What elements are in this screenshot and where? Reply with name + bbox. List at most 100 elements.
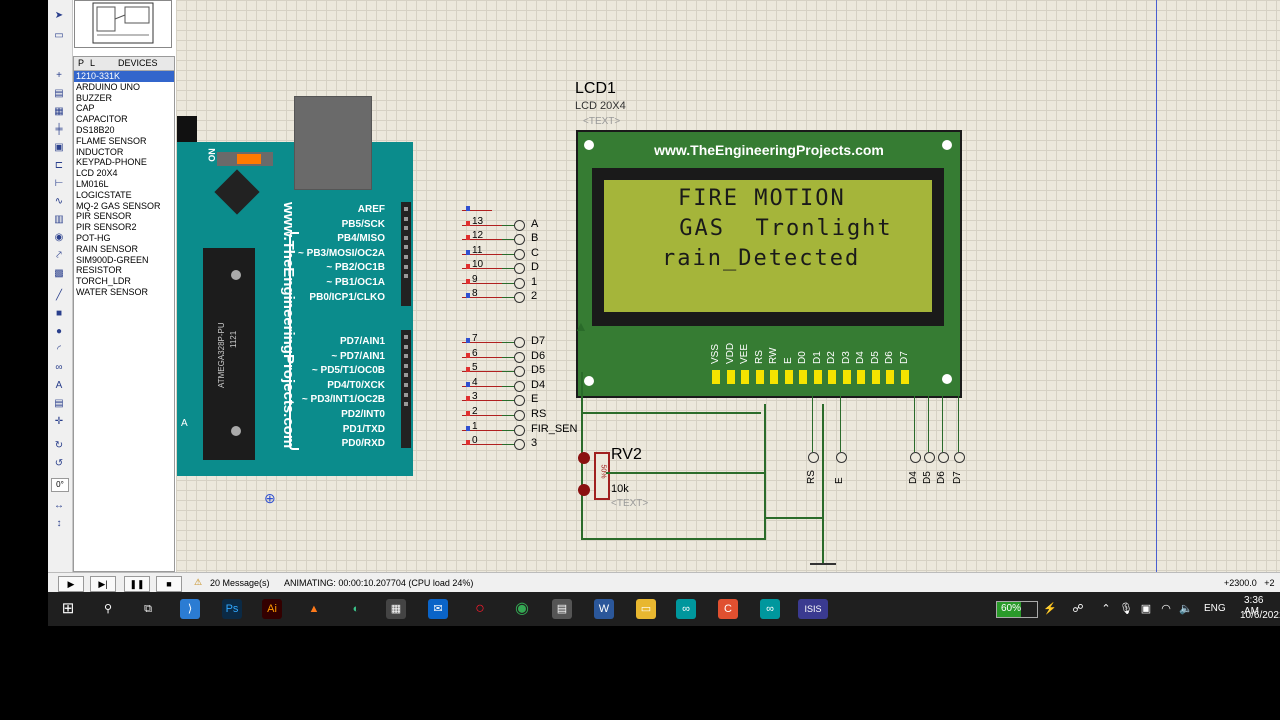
tape-tool-icon[interactable]: ▥ (54, 214, 64, 225)
search-icon[interactable]: ⚲ (103, 603, 113, 615)
device-list-item[interactable]: WATER SENSOR (76, 286, 149, 297)
device-list-item[interactable]: PIR SENSOR (76, 211, 132, 222)
battery-widget[interactable]: 60% (996, 601, 1038, 618)
device-list-item[interactable]: CAP (76, 103, 95, 114)
device-list-item[interactable]: 1210-331K (74, 71, 174, 82)
clock-time[interactable]: 3:36 AM (1244, 595, 1264, 617)
rotate-cw-icon[interactable]: ↻ (54, 440, 64, 451)
mount-hole (584, 140, 594, 150)
explorer-app-icon[interactable]: ▤ (552, 599, 572, 619)
app-c-icon[interactable]: C (718, 599, 738, 619)
graph-tool-icon[interactable]: ∿ (54, 196, 64, 207)
device-list-item[interactable]: SIM900D-GREEN (76, 254, 149, 265)
device-list-item[interactable]: PIR SENSOR2 (76, 222, 137, 233)
text-draw-tool-icon[interactable]: A (55, 380, 63, 391)
pin-number: 2 (472, 406, 478, 417)
generator-tool-icon[interactable]: ◉ (54, 232, 64, 243)
subcircuit-tool-icon[interactable]: ▣ (54, 142, 64, 153)
terminal-circle (514, 234, 525, 245)
pot-down-button[interactable] (578, 484, 590, 496)
people-icon[interactable]: ☍ (1072, 603, 1084, 615)
word-icon[interactable]: W (594, 599, 614, 619)
device-list-item[interactable]: INDUCTOR (76, 146, 124, 157)
pin-wire (462, 342, 502, 343)
tag-wire (502, 444, 516, 446)
task-view-icon[interactable]: ⧉ (144, 603, 152, 615)
angle-field[interactable]: 0° (51, 478, 69, 492)
library-button[interactable]: L (90, 58, 96, 68)
messages-count[interactable]: 20 Message(s) (210, 578, 270, 588)
box-tool-icon[interactable]: ■ (55, 308, 63, 319)
symbol-tool-icon[interactable]: ▤ (54, 398, 64, 409)
illustrator-icon[interactable]: Ai (262, 599, 282, 619)
pause-button[interactable]: ❚❚ (124, 576, 150, 592)
wifi-icon[interactable]: ◠ (1161, 603, 1171, 615)
component-tool-icon[interactable]: ▭ (54, 30, 64, 41)
device-list-item[interactable]: RAIN SENSOR (76, 243, 139, 254)
pin-tool-icon[interactable]: ⊢ (54, 178, 64, 189)
store-icon[interactable]: ▦ (386, 599, 406, 619)
pick-devices-button[interactable]: P (78, 58, 85, 68)
line-tool-icon[interactable]: ╱ (55, 290, 63, 301)
marker-tool-icon[interactable]: ✛ (54, 416, 64, 427)
terminal-tool-icon[interactable]: ⊏ (54, 160, 64, 171)
device-list-item[interactable]: CAPACITOR (76, 114, 128, 125)
devices-header: P L DEVICES (74, 57, 174, 71)
device-list-item[interactable]: LM016L (76, 178, 109, 189)
device-list-item[interactable]: LCD 20X4 (76, 168, 118, 179)
photoshop-icon[interactable]: Ps (222, 599, 242, 619)
label-tool-icon[interactable]: ▤ (54, 88, 64, 99)
stop-button[interactable]: ■ (156, 576, 182, 592)
lcd-module[interactable]: www.TheEngineeringProjects.com FIRE MOTI… (576, 130, 962, 398)
path-tool-icon[interactable]: ∞ (55, 362, 63, 373)
device-list-item[interactable]: LOGICSTATE (76, 189, 132, 200)
instrument-tool-icon[interactable]: ▩ (54, 268, 64, 279)
device-list-item[interactable]: POT-HG (76, 232, 111, 243)
play-button[interactable]: ▶ (58, 576, 84, 592)
junction-tool-icon[interactable]: + (56, 70, 62, 81)
arduino-ide-icon[interactable]: ∞ (676, 599, 696, 619)
clock-date[interactable]: 10/6/2021 (1240, 610, 1280, 621)
text-tool-icon[interactable]: ▦ (54, 106, 64, 117)
device-list-item[interactable]: MQ-2 GAS SENSOR (76, 200, 161, 211)
microphone-icon[interactable]: 🎙 (1119, 603, 1133, 615)
language-indicator[interactable]: ENG (1204, 603, 1226, 614)
matlab-icon[interactable]: ▲ (308, 603, 320, 615)
device-list-item[interactable]: TORCH_LDR (76, 276, 131, 287)
device-list-item[interactable]: ARDUINO UNO (76, 81, 141, 92)
edge-icon[interactable]: ◐ (352, 603, 360, 615)
chrome-icon[interactable]: ◉ (515, 600, 529, 617)
device-list-item[interactable]: DS18B20 (76, 124, 115, 135)
arduino-ide-2-icon[interactable]: ∞ (760, 599, 780, 619)
arc-tool-icon[interactable]: ◜ (57, 344, 61, 355)
opera-icon[interactable]: ○ (475, 600, 485, 617)
lcd-pin-label: D6 (884, 351, 895, 364)
vscode-icon[interactable]: ⟩ (180, 599, 200, 619)
isis-icon[interactable]: ISIS (798, 599, 828, 619)
circle-tool-icon[interactable]: ● (55, 326, 63, 337)
overview-window[interactable] (74, 0, 172, 48)
chevron-up-icon[interactable]: ⌃ (1101, 603, 1111, 615)
probe-tool-icon[interactable]: ⤤ (56, 250, 62, 261)
rotate-ccw-icon[interactable]: ↺ (54, 458, 64, 469)
device-list-item[interactable]: FLAME SENSOR (76, 135, 147, 146)
mirror-y-icon[interactable]: ↕ (56, 518, 62, 529)
device-list-item[interactable]: KEYPAD-PHONE (76, 157, 147, 168)
battery-fill (997, 602, 1021, 617)
pot-up-button[interactable] (578, 452, 590, 464)
mirror-x-icon[interactable]: ↔ (54, 500, 64, 511)
arduino-uno-board[interactable]: ON ATMEGA328P-PU 1121 A www.TheEngineeri… (177, 142, 413, 476)
bus-tool-icon[interactable]: ╪ (55, 124, 63, 135)
camera-icon[interactable]: ▣ (1140, 603, 1152, 615)
select-tool-icon[interactable]: ➤ (54, 10, 64, 21)
mail-icon[interactable]: ✉ (428, 599, 448, 619)
schematic-canvas[interactable]: ON ATMEGA328P-PU 1121 A www.TheEngineeri… (176, 0, 1280, 572)
potentiometer-rv2[interactable] (594, 452, 610, 500)
windows-start-icon[interactable]: ⊞ (61, 600, 75, 617)
device-list-item[interactable]: RESISTOR (76, 265, 122, 276)
step-button[interactable]: ▶| (90, 576, 116, 592)
device-list-item[interactable]: BUZZER (76, 92, 112, 103)
file-explorer-icon[interactable]: ▭ (636, 599, 656, 619)
terminal-tag: FIR_SEN (531, 422, 578, 435)
volume-icon[interactable]: 🔈 (1179, 603, 1193, 615)
